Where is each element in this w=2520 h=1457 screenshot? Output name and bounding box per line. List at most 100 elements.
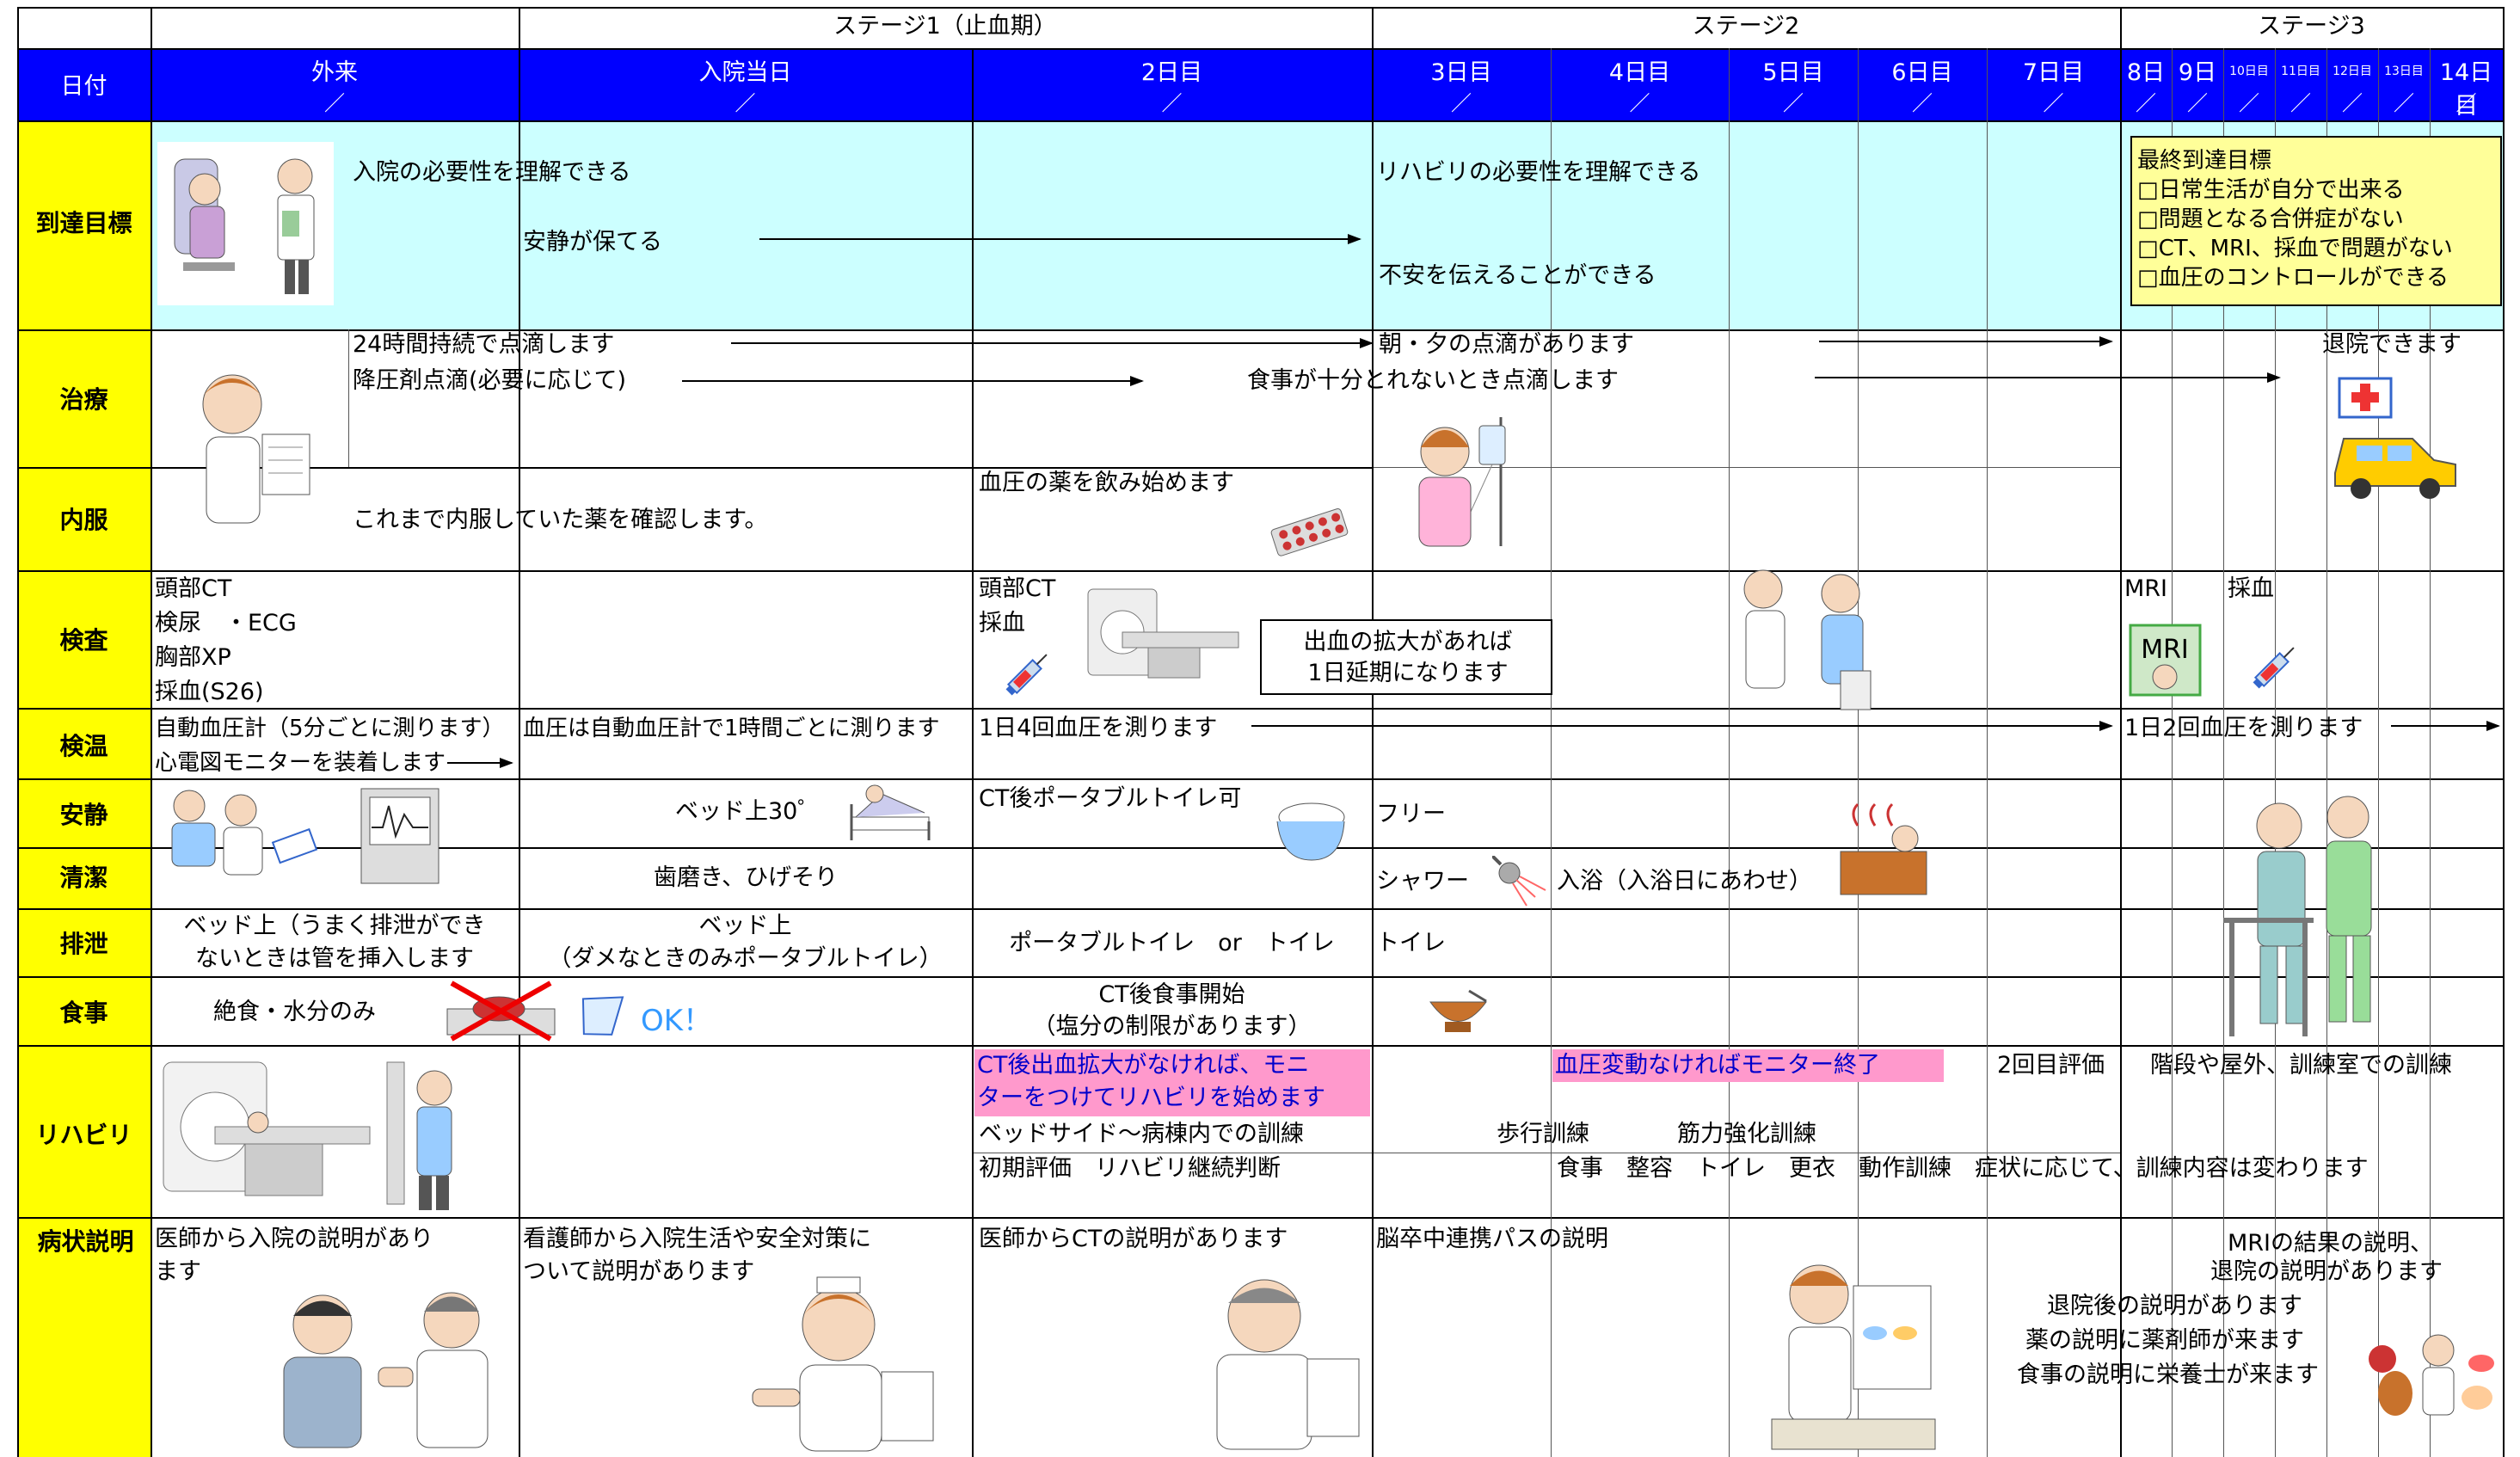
- grid-line: [2275, 48, 2276, 1457]
- grid-line: [2223, 48, 2224, 1457]
- grid-line: [17, 847, 2503, 849]
- grid-line: [17, 120, 2503, 122]
- hygiene-shower: シャワー: [1376, 868, 1469, 894]
- exam-day2-item: 採血: [979, 610, 1025, 636]
- bed-patient-icon: [847, 778, 933, 843]
- rest-bed30: ベッド上30゜: [675, 798, 821, 825]
- grid-line: [17, 1217, 2503, 1219]
- vitals-two-times: 1日2回血圧を測ります: [2124, 715, 2363, 741]
- explain-doctor-admission-line: 医師から入院の説明があり: [155, 1226, 433, 1252]
- rehab-second-eval: 2回目評価: [1997, 1052, 2105, 1079]
- final-goal-box: 最終到達目標 □日常生活が自分で出来る □問題となる合併症がない □CT、MRI…: [2130, 136, 2502, 306]
- stage2-label: ステージ2: [1692, 13, 1800, 40]
- excretion-toilet: トイレ: [1376, 930, 1446, 956]
- day-slash: ／: [2043, 91, 2064, 115]
- final-goal-item: □問題となる合併症がない: [2137, 206, 2404, 232]
- goal-understand-rehab: リハビリの必要性を理解できる: [1376, 159, 1701, 186]
- grid-line: [17, 976, 2503, 978]
- row-label-hygiene: 清潔: [59, 864, 108, 892]
- meal-bowl-icon: [1426, 989, 1490, 1036]
- extend-note-line: 1日延期になります: [1307, 660, 1509, 686]
- grid-line: [17, 7, 19, 1457]
- grid-line: [2326, 48, 2327, 1457]
- goal-keep-rest: 安静が保てる: [523, 229, 662, 255]
- no-food-icon: [443, 979, 559, 1043]
- iv-drip-nurse-illustration: [1402, 409, 1557, 555]
- ct-scanner-illustration: [1079, 585, 1243, 688]
- grid-line: [348, 329, 349, 467]
- rehab-initial-eval: 初期評価 リハビリ継続判断: [979, 1155, 1281, 1182]
- rest-free: フリー: [1376, 801, 1446, 827]
- row-label-meal: 食事: [59, 999, 108, 1027]
- mri-icon: MRI: [2129, 624, 2202, 697]
- explain-mri-result-line: 退院の説明があります: [2210, 1258, 2443, 1285]
- grid-line: [1372, 467, 2120, 468]
- day-slash: ／: [1629, 91, 1650, 115]
- day-header: 外来: [311, 59, 358, 86]
- excretion-outpatient-line: ベッド上（うまく排泄ができ: [183, 913, 486, 939]
- exam-blood: 採血: [2228, 575, 2274, 602]
- water-cup-icon: [572, 989, 628, 1041]
- explain-after-line: 退院後の説明があります: [2047, 1293, 2302, 1319]
- grid-line: [1987, 48, 1988, 1457]
- day-slash: ／: [1783, 91, 1804, 115]
- treatment-morning-arrow: [1819, 336, 2113, 347]
- pill-pack-icon: [1269, 506, 1350, 557]
- vitals-four-arrow: [1251, 721, 2113, 731]
- grid-line: [17, 467, 1372, 469]
- walking-rehab-illustration: [2219, 791, 2404, 1041]
- explain-after-line: 薬の説明に薬剤師が来ます: [2025, 1327, 2304, 1354]
- final-goal-item: □血圧のコントロールができる: [2137, 265, 2449, 291]
- hygiene-bath: 入浴（入浴日にあわせ）: [1557, 868, 1812, 894]
- meal-fasting: 絶食・水分のみ: [213, 999, 376, 1025]
- ambulance-illustration: [2331, 370, 2460, 507]
- grid-line: [17, 7, 2503, 9]
- ecg-monitor-illustration: [163, 784, 447, 892]
- rehab-adl: 食事 整容 トイレ 更衣 動作訓練 症状に応じて、訓練内容は変わります: [1557, 1155, 2369, 1182]
- grid-line: [17, 570, 2503, 572]
- grid-line: [17, 908, 2503, 910]
- mri-icon-text: MRI: [2141, 635, 2189, 665]
- day-header: 10日目: [2229, 65, 2269, 78]
- treatment-antihyp-arrow: [682, 376, 1144, 386]
- rest-portable-ok: CT後ポータブルトイレ可: [979, 785, 1242, 812]
- grid-line: [972, 48, 974, 1457]
- shower-icon: [1490, 854, 1552, 912]
- grid-line: [17, 48, 2503, 50]
- exam-outpatient-item: 胸部XP: [155, 644, 231, 671]
- exam-day2-item: 頭部CT: [979, 575, 1056, 602]
- row-label-rehab: リハビリ: [35, 1121, 132, 1149]
- hygiene-brush: 歯磨き、ひげそり: [654, 864, 839, 891]
- final-goal-item: □日常生活が自分で出来る: [2137, 177, 2405, 203]
- day-header: 3日目: [1430, 59, 1492, 86]
- rehab-stairs: 階段や屋外、訓練室での訓練: [2150, 1052, 2452, 1079]
- day-header: 13日目: [2384, 65, 2424, 78]
- grid-line: [2503, 7, 2505, 1457]
- grid-line: [1729, 48, 1730, 1457]
- oral-confirm: これまで内服していた薬を確認します。: [353, 507, 768, 533]
- explain-nurse-line: ついて説明があります: [523, 1258, 755, 1285]
- day-slash: ／: [324, 91, 345, 115]
- day-slash: ／: [2136, 91, 2156, 115]
- vitals-four-times: 1日4回血圧を測ります: [979, 715, 1218, 741]
- excretion-day2: ポータブルトイレ or トイレ: [1009, 930, 1335, 956]
- ct-rehab-illustration: [159, 1054, 477, 1213]
- day-header: 2日目: [1140, 59, 1203, 86]
- day-slash: ／: [1912, 91, 1933, 115]
- row-label-explain: 病状説明: [37, 1227, 134, 1256]
- vitals-two-arrow: [2391, 721, 2500, 731]
- explain-after-line: 食事の説明に栄養士が来ます: [2017, 1362, 2319, 1388]
- grid-line: [519, 7, 520, 1457]
- day-slash: ／: [2187, 91, 2208, 115]
- row-label-column: [17, 120, 151, 1457]
- vitals-hourly: 血圧は自動血圧計で1時間ごとに測ります: [523, 716, 940, 741]
- grid-line: [2430, 48, 2431, 1457]
- day-header: 4日目: [1608, 59, 1671, 86]
- treatment-drip24: 24時間持続で点滴します: [353, 331, 615, 358]
- treatment-no-meal-drip: 食事が十分とれないとき点滴します: [1247, 367, 1619, 394]
- day-slash: ／: [2239, 91, 2259, 115]
- row-label-exam: 検査: [59, 626, 108, 655]
- rehab-monitor-end: 血圧変動なければモニター終了: [1552, 1049, 1944, 1082]
- vitals-ecg-arrow: [447, 758, 513, 768]
